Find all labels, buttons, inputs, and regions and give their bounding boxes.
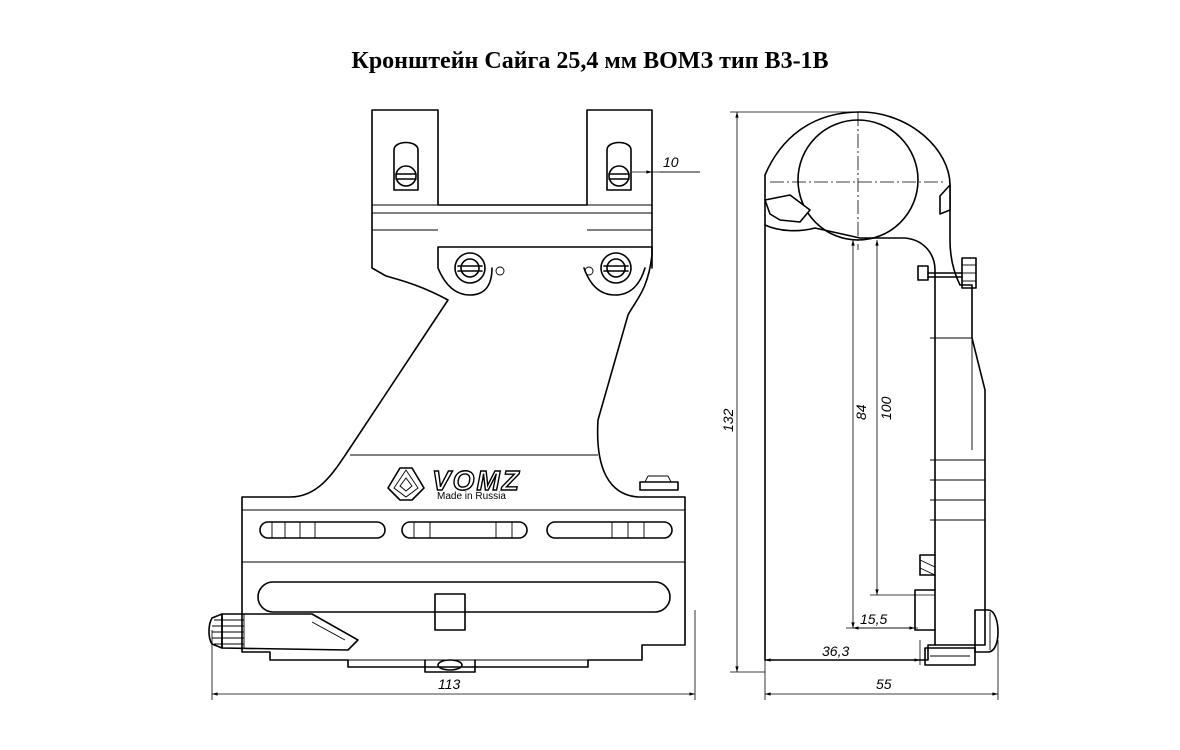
clamp-lever [208,613,359,651]
base-slots [259,521,673,539]
dim-10-label: 10 [663,154,679,170]
dim-84-label: 84 [853,404,869,420]
dim-36-3-label: 36,3 [822,643,849,659]
made-in-russia-text: Made in Russia [437,491,506,502]
dim-15-5-label: 15,5 [860,611,887,627]
dim-10: 10 [632,154,700,174]
front-view: VOMZ Made in Russia 10 113 [208,109,700,700]
side-view: 132 100 84 15,5 36,3 55 [720,111,999,700]
dim-100-label: 100 [878,396,894,420]
side-screw [917,257,977,289]
dim-15-5: 15,5 [853,611,915,630]
boss-screw-right [584,252,632,284]
front-view-outline [241,109,686,668]
dim-113: 113 [211,610,696,700]
dim-55: 55 [765,640,999,700]
side-view-outline [764,111,986,661]
dim-36-3: 36,3 [764,640,921,700]
boss-screw-left [454,252,505,284]
top-screw-right [606,141,632,191]
dim-132: 132 [720,111,860,673]
vomz-emblem-icon [387,467,425,501]
top-screw-left [393,141,419,191]
dim-132-label: 132 [720,408,736,432]
vomz-logo: VOMZ Made in Russia [387,464,521,502]
drawing-title: Кронштейн Сайга 25,4 мм ВОМЗ тип В3-1В [351,48,829,74]
dim-113-label: 113 [438,676,461,692]
vomz-brand-text: VOMZ [432,465,521,496]
dim-84: 84 [846,240,918,629]
dim-100: 100 [870,240,935,596]
dim-55-label: 55 [876,676,892,692]
